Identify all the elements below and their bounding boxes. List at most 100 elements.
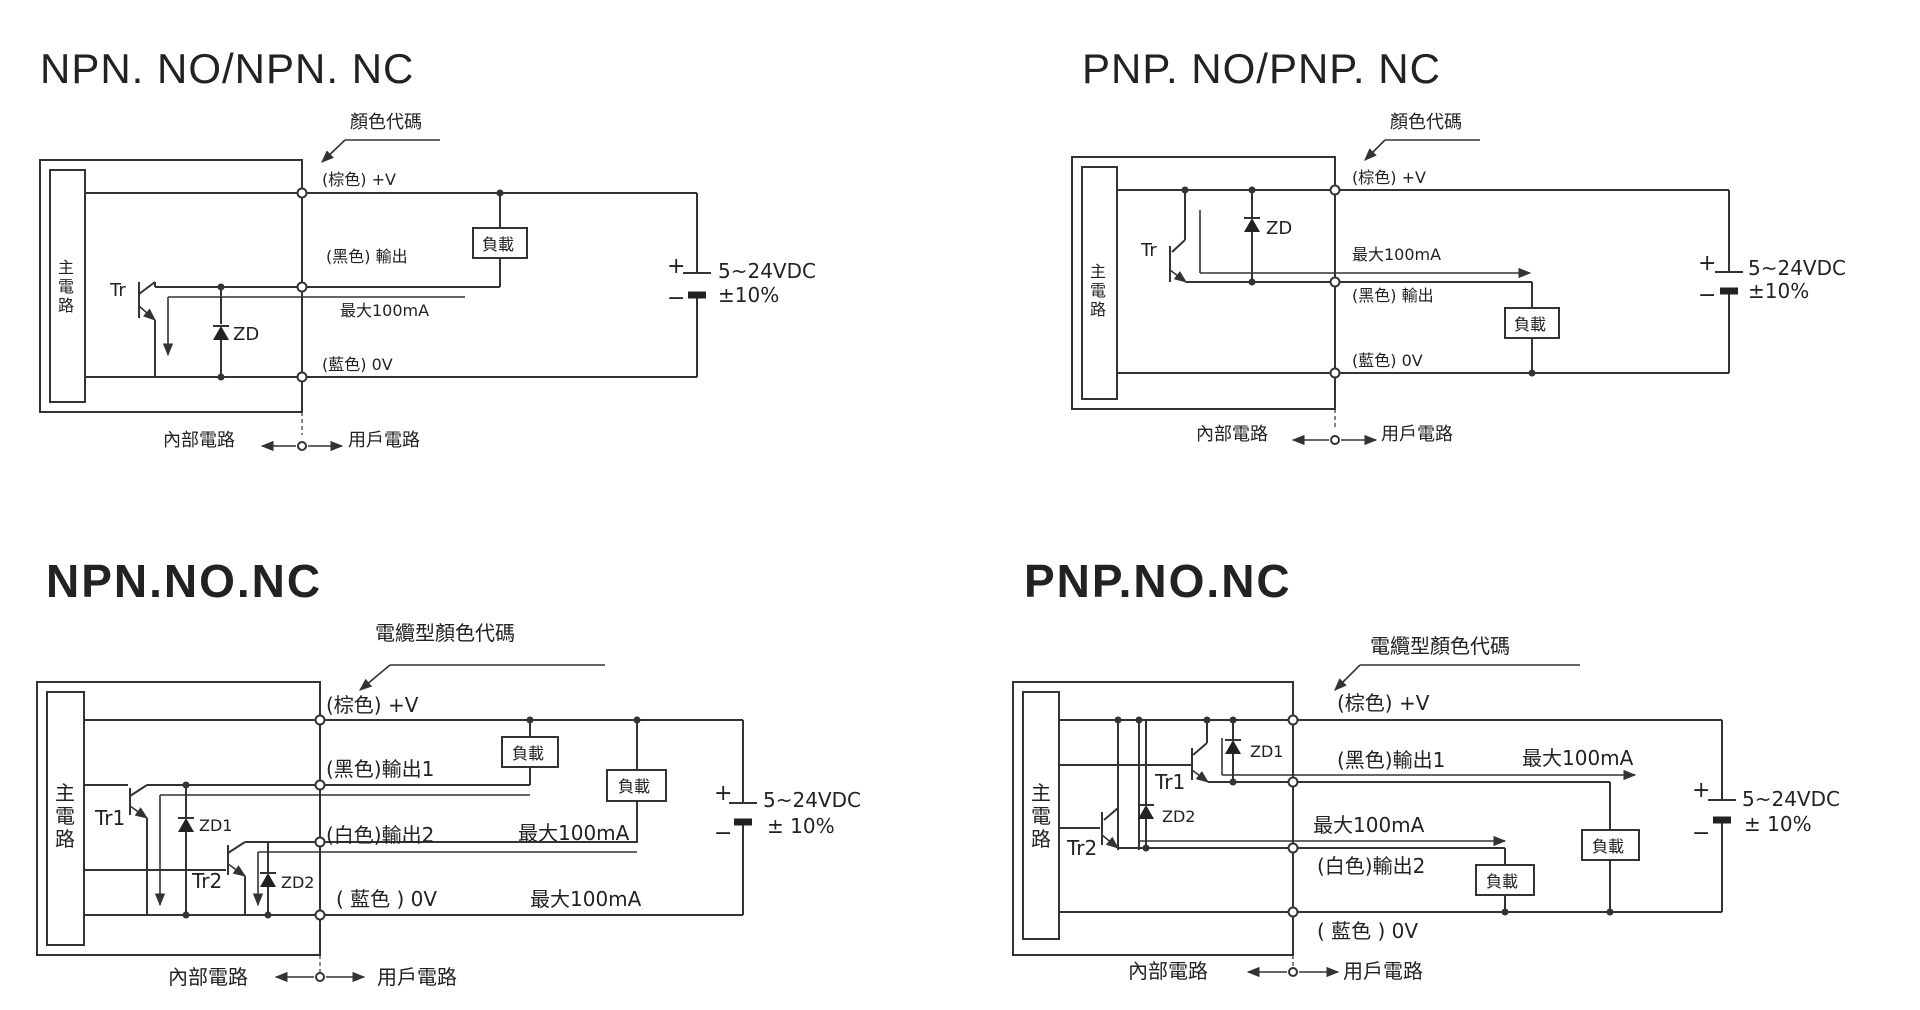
- terminal: [1329, 367, 1341, 379]
- supply-tolerance: ±10%: [718, 283, 779, 307]
- max-current2-label: 最大100mA: [1313, 813, 1425, 837]
- terminal: [1329, 184, 1341, 196]
- zener-label: ZD: [233, 324, 259, 345]
- transistor-emitter: [138, 305, 156, 321]
- transistor-label: Tr: [109, 280, 126, 301]
- output1-label: (黑色)輸出1: [1337, 748, 1445, 772]
- user-circuit-label: 用戶電路: [377, 965, 457, 989]
- terminal: [1287, 714, 1299, 726]
- battery-plus: +: [1692, 778, 1710, 803]
- main-circuit-char: 電: [55, 804, 75, 828]
- main-circuit-char: 電: [1090, 281, 1106, 300]
- junction: [1135, 716, 1143, 724]
- zener1-diode: [1225, 740, 1241, 754]
- terminal: [296, 187, 308, 199]
- color-code-arrow: [1364, 139, 1386, 161]
- zero-volt-label: ( 藍色 ) 0V: [336, 887, 437, 911]
- main-circuit-char: 路: [58, 296, 74, 315]
- junction: [182, 911, 190, 919]
- zener1-label: ZD1: [1250, 742, 1283, 761]
- junction: [1181, 186, 1189, 194]
- junction: [1229, 716, 1237, 724]
- terminal: [1287, 842, 1299, 854]
- terminal: [1329, 276, 1341, 288]
- junction: [1229, 778, 1237, 786]
- main-circuit-char: 路: [55, 827, 75, 851]
- boundary-point: [315, 972, 325, 982]
- diagram-npn-no-nc-dual: NPN.NO.NC 電纜型顏色代碼 主 電 路 + − 5~24VDC ± 10…: [36, 555, 861, 989]
- junction: [217, 373, 225, 381]
- color-code-label: 顏色代碼: [350, 112, 422, 133]
- zero-volt-label: ( 藍色 ) 0V: [1317, 919, 1418, 943]
- zero-volt-label: (藍色) 0V: [322, 355, 393, 374]
- color-code-arrow: [359, 664, 391, 691]
- junction: [1528, 369, 1536, 377]
- terminal: [314, 836, 326, 848]
- junction: [1501, 908, 1509, 916]
- main-circuit-block: [1022, 691, 1060, 940]
- main-circuit-block: [46, 691, 85, 946]
- color-code-label: 顏色代碼: [1390, 112, 1462, 133]
- output2-label: (白色)輸出2: [326, 823, 434, 847]
- load2-box: [1475, 864, 1535, 896]
- battery-minus: −: [1698, 283, 1716, 308]
- main-circuit-char: 電: [1031, 804, 1051, 828]
- boundary-point: [297, 441, 307, 451]
- load2-box: [606, 769, 667, 802]
- load2-label: 負載: [618, 777, 650, 796]
- terminal: [1287, 776, 1299, 788]
- zener-label: ZD: [1266, 218, 1292, 239]
- battery-plus: +: [714, 781, 732, 806]
- user-circuit-label: 用戶電路: [348, 430, 420, 451]
- max-current1-label: 最大100mA: [518, 821, 630, 845]
- battery-minus: −: [1692, 821, 1710, 846]
- zener-diode: [1244, 218, 1260, 232]
- supply-voltage: 5~24VDC: [1748, 256, 1846, 280]
- main-circuit-char: 路: [1090, 300, 1106, 319]
- vplus-label: (棕色) +V: [1337, 691, 1430, 715]
- zener1-diode: [178, 818, 194, 832]
- max-current-label: 最大100mA: [340, 301, 429, 320]
- diagram-title: PNP. NO/PNP. NC: [1082, 45, 1441, 92]
- transistor2-label: Tr2: [191, 869, 222, 893]
- vplus-label: (棕色) +V: [1352, 168, 1426, 187]
- zero-volt-label: (藍色) 0V: [1352, 351, 1423, 370]
- transistor1-collector: [129, 784, 148, 797]
- junction: [526, 716, 534, 724]
- color-code-label: 電纜型顏色代碼: [1370, 634, 1510, 658]
- supply-voltage: 5~24VDC: [718, 259, 816, 283]
- transistor2-emitter: [1101, 834, 1119, 849]
- output-label: (黑色) 輸出: [1352, 286, 1434, 305]
- main-circuit-char: 主: [55, 781, 75, 805]
- supply-tolerance: ± 10%: [767, 814, 835, 838]
- main-circuit-char: 主: [1031, 781, 1051, 805]
- junction: [1203, 716, 1211, 724]
- main-circuit-char: 主: [58, 258, 74, 277]
- main-circuit-char: 主: [1090, 262, 1106, 281]
- junction: [217, 283, 225, 291]
- junction: [1114, 716, 1122, 724]
- transistor2-collector: [1103, 807, 1119, 821]
- diagram-npn-no-nc: NPN. NO/NPN. NC 顏色代碼 主 電 路 + − 5~24VDC ±…: [39, 45, 816, 452]
- junction: [1142, 844, 1150, 852]
- zener1-label: ZD1: [199, 816, 232, 835]
- user-circuit-label: 用戶電路: [1343, 959, 1423, 983]
- max-current-label: 最大100mA: [1352, 245, 1441, 264]
- internal-circuit-box: [36, 681, 321, 956]
- supply-voltage: 5~24VDC: [763, 788, 861, 812]
- transistor1-label: Tr1: [1154, 770, 1185, 794]
- load-box: [472, 227, 528, 259]
- battery-minus: −: [667, 286, 685, 311]
- terminal: [1287, 906, 1299, 918]
- transistor2-collector: [227, 841, 246, 854]
- load1-label: 負載: [512, 744, 544, 763]
- main-circuit-char: 路: [1031, 827, 1051, 851]
- terminal: [296, 281, 308, 293]
- terminal: [314, 909, 326, 921]
- diagram-title: PNP.NO.NC: [1024, 555, 1292, 607]
- battery-plus: +: [667, 254, 685, 279]
- vplus-label: (棕色) +V: [326, 693, 419, 717]
- diagram-pnp-no-nc-dual: PNP.NO.NC 電纜型顏色代碼 主 電 路 + − 5~24VDC ± 10…: [1012, 555, 1840, 983]
- transistor1-emitter: [129, 805, 149, 819]
